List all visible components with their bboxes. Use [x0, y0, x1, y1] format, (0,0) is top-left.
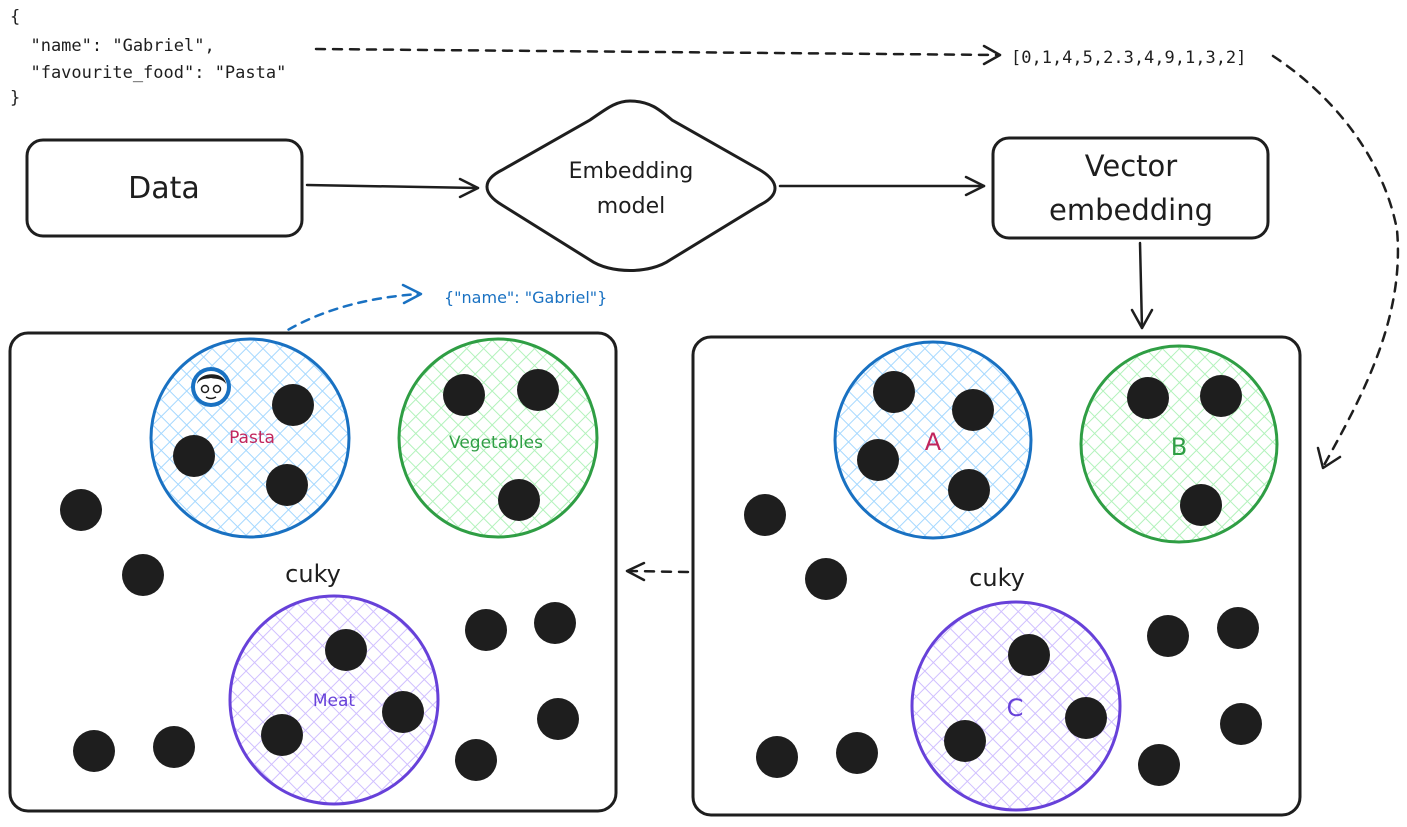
vector-point	[443, 374, 485, 416]
vector-point	[1200, 375, 1242, 417]
left-vector-store: Pasta Vegetables Meat cuky	[8, 331, 618, 813]
vector-to-store-arrow	[1271, 54, 1400, 470]
vector-embedding-node: Vector embedding	[991, 136, 1270, 240]
vector-point	[272, 384, 314, 426]
vector-point	[873, 371, 915, 413]
json-line-4: }	[10, 88, 20, 108]
vector-point	[122, 554, 164, 596]
model-label-line2: model	[597, 194, 666, 219]
json-line-3: "favourite_food": "Pasta"	[10, 63, 286, 83]
data-box	[25, 138, 304, 238]
model-label-line1: Embedding	[569, 159, 694, 184]
data-label: Data	[128, 171, 200, 206]
vector-point	[455, 739, 497, 781]
data-to-model-arrow	[305, 177, 480, 199]
vector-to-store-down-arrow	[1130, 241, 1154, 330]
vector-point	[944, 720, 986, 762]
vector-point	[1127, 377, 1169, 419]
vector-point	[153, 726, 195, 768]
vector-point	[1147, 615, 1189, 657]
left-label-meat: Meat	[313, 691, 356, 711]
model-to-vector-arrow	[778, 175, 986, 197]
vector-point	[537, 698, 579, 740]
vector-point	[1217, 607, 1259, 649]
vector-point	[173, 435, 215, 477]
vector-point	[73, 730, 115, 772]
right-store-label: cuky	[969, 564, 1025, 592]
vector-point	[1138, 744, 1180, 786]
vector-point	[465, 609, 507, 651]
avatar	[191, 367, 231, 407]
left-label-pasta: Pasta	[229, 428, 275, 448]
json-line-1: {	[10, 7, 20, 27]
vector-point	[836, 732, 878, 774]
vector-point	[534, 602, 576, 644]
vector-point	[60, 489, 102, 531]
right-label-c: C	[1007, 694, 1024, 722]
left-label-vegetables: Vegetables	[449, 433, 543, 453]
vector-point	[1008, 634, 1050, 676]
left-store-label: cuky	[285, 560, 341, 588]
vector-point	[1180, 484, 1222, 526]
vector-point	[744, 494, 786, 536]
metadata-label: {"name": "Gabriel"}	[444, 288, 607, 307]
vector-point	[382, 691, 424, 733]
vector-point	[1065, 697, 1107, 739]
vector-label-line2: embedding	[1049, 193, 1213, 227]
vector-point	[756, 736, 798, 778]
embedding-model-node: Embedding model	[485, 99, 777, 272]
vector-point	[517, 369, 559, 411]
data-node: Data	[25, 138, 304, 238]
json-to-vector-arrow	[314, 44, 1002, 66]
right-label-a: A	[925, 428, 942, 456]
vector-point	[1220, 703, 1262, 745]
json-snippet: { "name": "Gabriel", "favourite_food": "…	[10, 7, 286, 108]
vector-box	[991, 136, 1270, 240]
vector-values: [0,1,4,5,2.3,4,9,1,3,2]	[1011, 48, 1246, 68]
vector-label-line1: Vector	[1085, 149, 1177, 183]
right-label-b: B	[1171, 433, 1187, 461]
right-vector-store: A B C cuky	[691, 335, 1302, 817]
json-line-2: "name": "Gabriel",	[10, 36, 215, 56]
vector-point	[948, 469, 990, 511]
vector-point	[857, 439, 899, 481]
vector-point	[952, 389, 994, 431]
store-to-store-arrow	[625, 561, 690, 582]
model-diamond	[485, 99, 777, 272]
vector-point	[325, 629, 367, 671]
vector-point	[261, 714, 303, 756]
vector-point	[498, 479, 540, 521]
vector-point	[266, 464, 308, 506]
vector-point	[805, 558, 847, 600]
